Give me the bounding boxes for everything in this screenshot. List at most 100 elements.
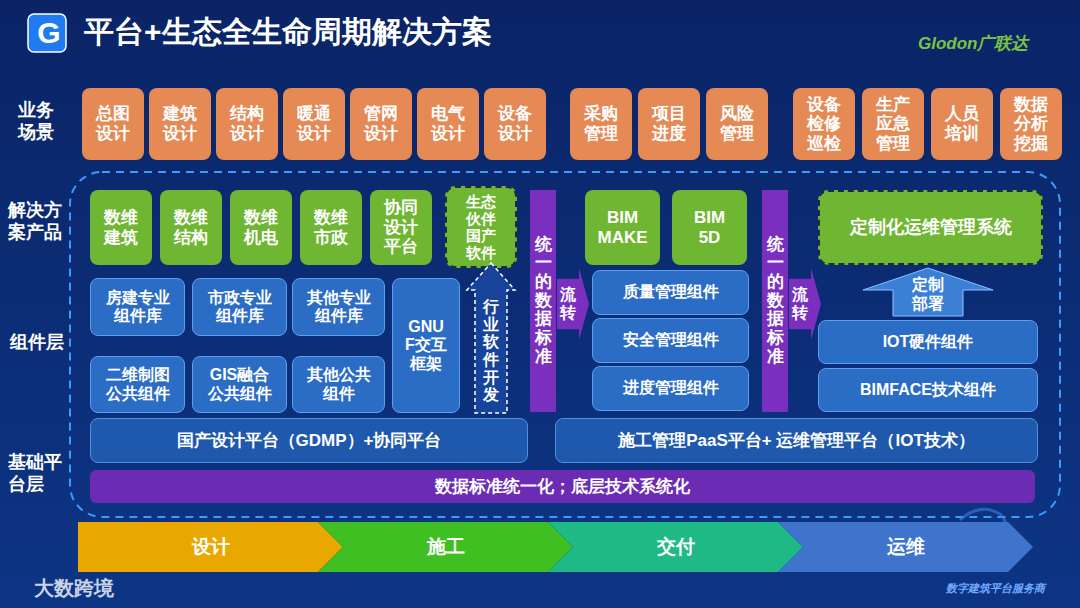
scenario-box: 数据分析挖掘 <box>1000 88 1062 160</box>
component-box: 质量管理组件 <box>592 270 749 315</box>
node-text: 生产应急管理 <box>874 95 911 154</box>
phase-chevron: 运维 <box>778 522 1033 572</box>
row-label: 业务场景 <box>18 100 58 143</box>
scenario-box: 总图设计 <box>82 88 144 160</box>
phase-chevron: 交付 <box>548 522 803 572</box>
component-box: IOT硬件组件 <box>818 320 1038 364</box>
component-box: GNUF交互框架 <box>392 278 460 413</box>
node-text: 设计 <box>192 536 230 558</box>
scenario-box: 风险管理 <box>706 88 768 160</box>
scenario-box: 设备设计 <box>484 88 546 160</box>
node-text: 进度管理组件 <box>623 379 719 397</box>
product-box: 数维机电 <box>230 190 292 265</box>
product-box: BIM MAKE <box>585 190 660 265</box>
scenario-box: 暖通设计 <box>283 88 345 160</box>
watermark: 大数跨境 <box>34 576 114 600</box>
node-text: 统一的数据标准 <box>535 236 552 367</box>
node-text: 管网设计 <box>362 104 399 143</box>
node-text: BIMFACE技术组件 <box>860 381 996 399</box>
node-text: 数维机电 <box>242 208 279 247</box>
product-box: 数维建筑 <box>90 190 152 265</box>
component-box: BIMFACE技术组件 <box>818 368 1038 412</box>
node-text: 定制部署 <box>911 276 945 313</box>
title-text: 平台+生态全生命周期解决方案 <box>84 15 492 48</box>
standard-band: 统一的数据标准 <box>530 190 556 412</box>
node-text: 房建专业组件库 <box>104 289 171 326</box>
platform-box: 施工管理PaaS平台+ 运维管理平台（IOT技术） <box>555 418 1038 463</box>
phase-chevron: 施工 <box>318 522 573 572</box>
node-text: 交付 <box>657 536 695 558</box>
product-box: BIM 5D <box>672 190 747 265</box>
shape-path <box>789 268 821 340</box>
product-box: 生态伙伴国产软件 <box>445 186 517 268</box>
node-text: 电气设计 <box>429 104 466 143</box>
row-label: 解决方案产品 <box>8 200 66 243</box>
node-text: 暖通设计 <box>295 104 332 143</box>
node-text: 人员培训 <box>943 104 980 143</box>
scenario-box: 管网设计 <box>350 88 412 160</box>
scenario-box: 建筑设计 <box>149 88 211 160</box>
node-text: 设备检修巡检 <box>805 95 842 154</box>
node-text: 协同设计平台 <box>382 198 419 257</box>
standard-band: 统一的数据标准 <box>762 190 788 412</box>
node-text: 结构设计 <box>228 104 265 143</box>
component-box: 其他专业组件库 <box>292 278 385 336</box>
shape-path <box>863 268 993 316</box>
node-text: 施工管理PaaS平台+ 运维管理平台（IOT技术） <box>618 431 975 451</box>
row-label: 基础平台层 <box>8 452 66 495</box>
scenario-box: 电气设计 <box>417 88 479 160</box>
scenario-box: 结构设计 <box>216 88 278 160</box>
row-label: 组件层 <box>10 332 64 354</box>
phase-chevron: 设计 <box>78 522 343 572</box>
node-text: 定制化运维管理系统 <box>850 217 1012 238</box>
scenario-box: 设备检修巡检 <box>793 88 855 160</box>
node-text: 数据标准统一化；底层技术系统化 <box>435 477 690 497</box>
node-text: 运维 <box>887 536 925 558</box>
scenario-box: 生产应急管理 <box>862 88 924 160</box>
logo-letter: G <box>30 14 68 52</box>
arrow-shape: 流转 <box>789 268 821 340</box>
component-box: 二维制图公共组件 <box>90 356 185 413</box>
node-text: 数维结构 <box>172 208 209 247</box>
node-text: 统一的数据标准 <box>767 236 784 367</box>
node-text: 风险管理 <box>718 104 755 143</box>
product-box: 定制化运维管理系统 <box>818 190 1043 265</box>
dashed-region <box>70 172 1060 517</box>
node-text: 其他公共组件 <box>305 366 372 403</box>
shape-path <box>467 263 515 413</box>
brand-logo: Glodon广联达 <box>918 34 1028 54</box>
scenario-box: 人员培训 <box>931 88 993 160</box>
scenario-box: 项目进度 <box>638 88 700 160</box>
shape-path <box>318 522 573 572</box>
node-text: 安全管理组件 <box>623 331 719 349</box>
node-text: IOT硬件组件 <box>883 333 974 351</box>
shape-path <box>548 522 803 572</box>
product-box: 数维结构 <box>160 190 222 265</box>
shape-path <box>778 522 1033 572</box>
node-text: 国产设计平台（GDMP）+协同平台 <box>177 431 442 451</box>
node-text: 行业软件开发 <box>483 298 499 404</box>
product-box: 数维市政 <box>300 190 362 265</box>
node-text: 采购管理 <box>582 104 619 143</box>
component-box: 其他公共组件 <box>292 356 385 413</box>
platform-box: 国产设计平台（GDMP）+协同平台 <box>90 418 528 463</box>
node-text: GIS融合公共组件 <box>206 366 273 403</box>
node-text: 施工 <box>427 536 465 558</box>
node-text: 二维制图公共组件 <box>104 366 171 403</box>
node-text: 流转 <box>560 286 576 321</box>
component-box: 进度管理组件 <box>592 366 749 411</box>
node-text: 数维建筑 <box>102 208 139 247</box>
shape-path <box>78 522 343 572</box>
node-text: 质量管理组件 <box>623 283 719 301</box>
node-text: 建筑设计 <box>161 104 198 143</box>
scenario-box: 采购管理 <box>570 88 632 160</box>
node-text: BIM MAKE <box>595 208 651 247</box>
node-text: 数维市政 <box>312 208 349 247</box>
base-bar: 数据标准统一化；底层技术系统化 <box>90 470 1035 503</box>
node-text: GNUF交互框架 <box>404 318 448 373</box>
watermark: 数字建筑平台服务商 <box>946 582 1045 595</box>
component-box: GIS融合公共组件 <box>192 356 287 413</box>
product-box: 协同设计平台 <box>370 190 432 265</box>
